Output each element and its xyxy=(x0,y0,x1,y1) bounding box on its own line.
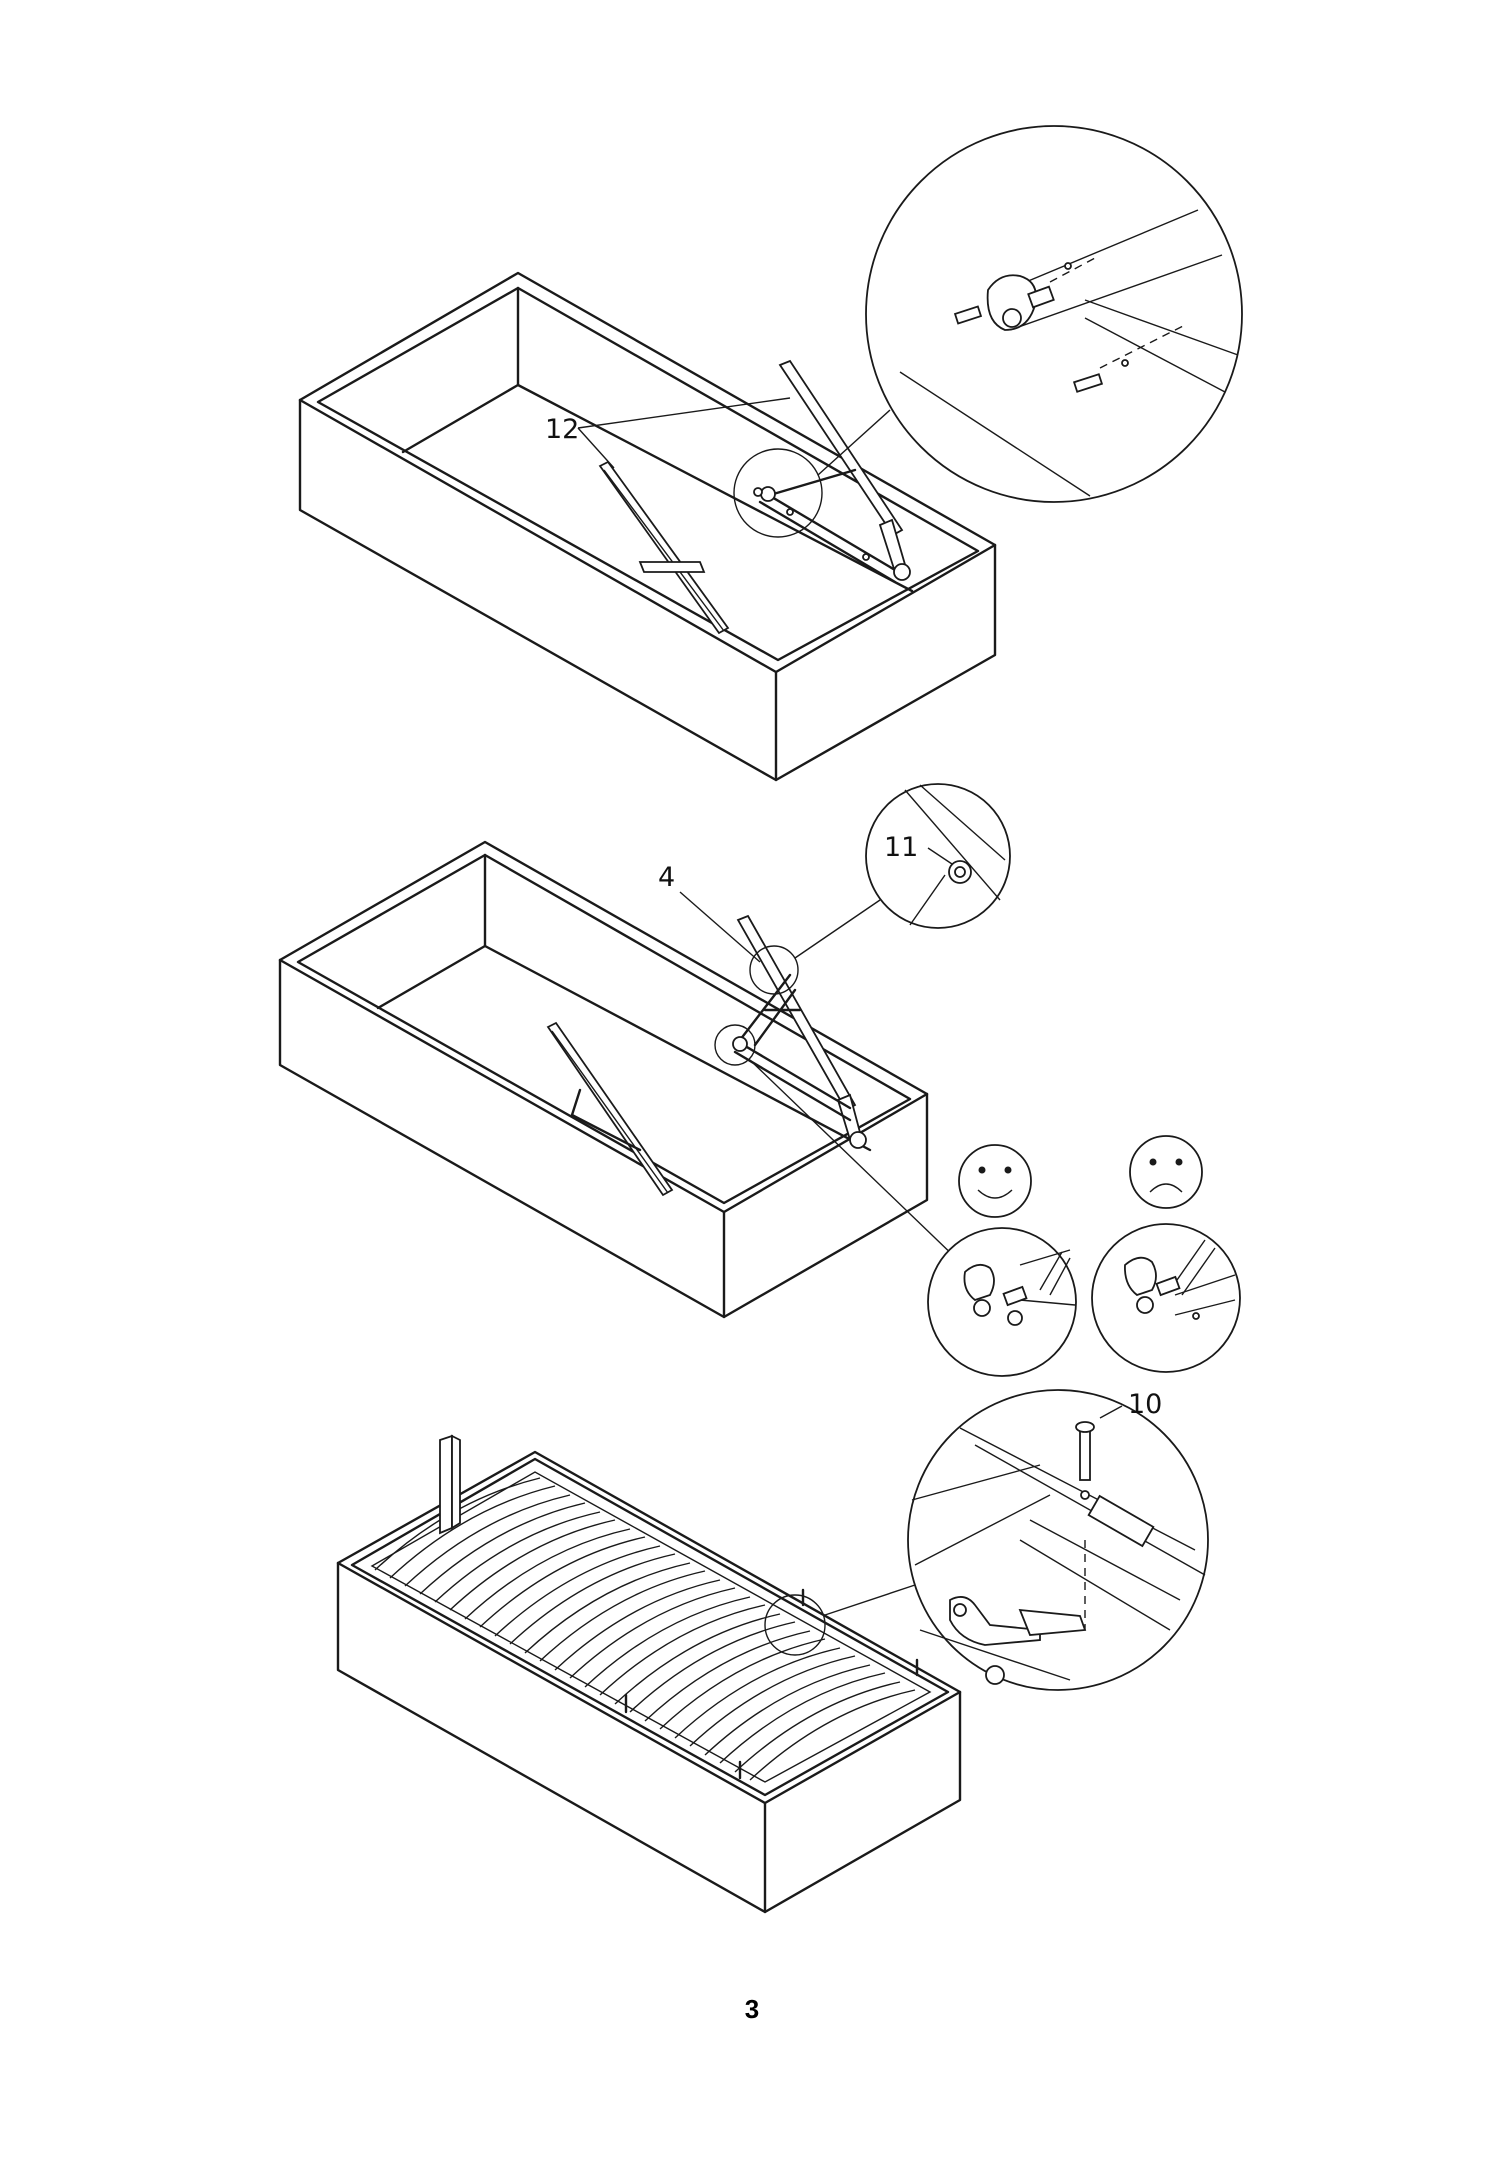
detail-view-screw: 11 xyxy=(865,783,1011,929)
callout-screw: 11 xyxy=(884,832,918,863)
strut-left-step-2 xyxy=(546,1021,674,1197)
callout-pin: 10 xyxy=(1128,1389,1162,1420)
detail-view-strut-mount xyxy=(865,125,1243,503)
step-2-bed-base: 4 xyxy=(278,840,961,1319)
detail-marker-2 xyxy=(749,945,799,995)
smiley-face-icon xyxy=(958,1144,1032,1218)
detail-marker-4 xyxy=(764,1594,826,1656)
step-3-bed-with-slats xyxy=(336,1434,962,1914)
callout-bracket: 4 xyxy=(658,862,675,893)
gas-strut-right xyxy=(753,359,911,584)
callout-gas-strut: 12 xyxy=(545,414,579,445)
detail-view-slat-pin: 10 xyxy=(907,1389,1209,1691)
detail-view-correct xyxy=(927,1227,1077,1377)
page-number: 3 xyxy=(745,1994,759,2024)
gas-strut-left xyxy=(598,460,730,635)
step-1-bed-base: 12 xyxy=(298,271,997,782)
detail-marker-3 xyxy=(714,1024,756,1066)
slats xyxy=(374,1477,916,1781)
detail-marker-1 xyxy=(733,448,823,538)
frowning-face-icon xyxy=(1129,1135,1203,1209)
detail-view-incorrect xyxy=(1091,1223,1241,1373)
